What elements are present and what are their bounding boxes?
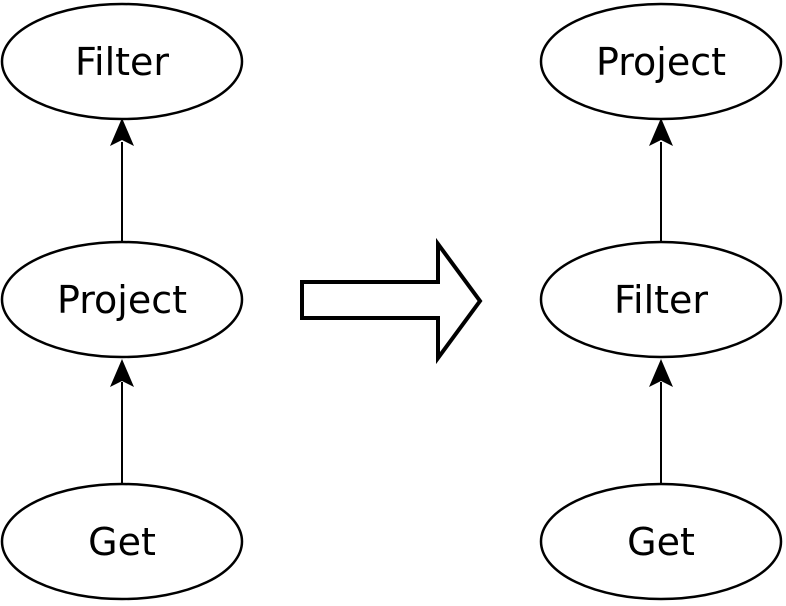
left-node-project-label: Project [57,278,187,322]
left-node-filter-ellipse [0,2,244,121]
left-node-project: Project [0,240,244,359]
left-tree: Filter Project Get [0,2,244,601]
right-edge-filter-project [649,118,673,242]
up-arrowhead-icon [649,118,673,146]
right-tree: Project Filter Get [539,2,783,601]
right-node-filter-ellipse [539,240,783,359]
right-node-project-label: Project [596,40,726,84]
right-node-project-ellipse [539,2,783,121]
right-node-get-ellipse [539,482,783,601]
right-node-filter: Filter [539,240,783,359]
right-node-project: Project [539,2,783,121]
right-node-get: Get [539,482,783,601]
left-node-get-label: Get [88,520,156,564]
right-node-filter-label: Filter [614,278,708,322]
right-edge-get-filter [649,359,673,484]
left-node-filter: Filter [0,2,244,121]
left-node-get-ellipse [0,482,244,601]
left-edge-project-filter [110,118,134,242]
up-arrowhead-icon [110,118,134,146]
transform-right-arrow-icon [300,237,483,365]
left-edge-get-project [110,359,134,484]
right-node-get-label: Get [627,520,695,564]
up-arrowhead-icon [649,359,673,387]
left-node-filter-label: Filter [75,40,169,84]
left-node-project-ellipse [0,240,244,359]
up-arrowhead-icon [110,359,134,387]
left-node-get: Get [0,482,244,601]
